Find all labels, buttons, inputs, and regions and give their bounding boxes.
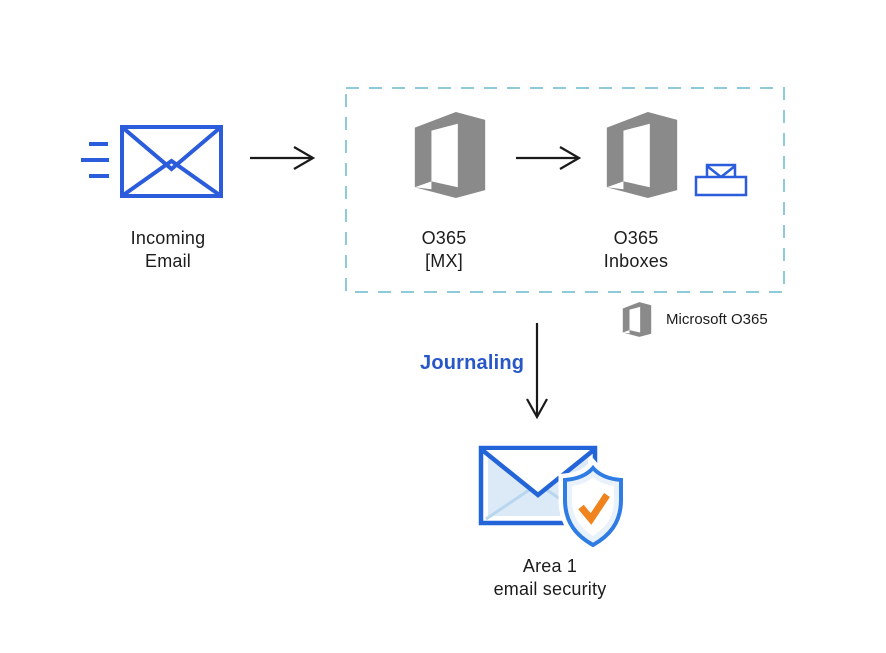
area1-email-security-icon <box>478 445 627 550</box>
shield-check-icon <box>558 458 627 550</box>
o365-mx-label-line1: O365 <box>421 228 467 248</box>
arrow-right-icon <box>250 146 315 170</box>
legend-office-logo-icon <box>622 302 652 337</box>
arrow-right-icon <box>516 146 581 170</box>
area1-label-line1: Area 1 <box>522 556 578 576</box>
legend: Microsoft O365 <box>622 302 768 337</box>
incoming-email-label-line1: Incoming <box>130 228 206 248</box>
secured-envelope-icon <box>478 445 598 526</box>
legend-label: Microsoft O365 <box>666 311 768 328</box>
arrow-down-icon <box>526 323 548 420</box>
office-logo-mx-icon <box>414 112 486 198</box>
area1-label-line2: email security <box>493 579 607 599</box>
o365-inboxes-label-line2: Inboxes <box>603 251 669 271</box>
o365-inboxes-label-line1: O365 <box>613 228 659 248</box>
o365-mx-label: O365 [MX] <box>374 227 514 273</box>
o365-mx-label-line2: [MX] <box>425 251 463 271</box>
speed-lines-icon <box>81 142 109 178</box>
area1-label: Area 1 email security <box>450 555 650 601</box>
office-logo-inboxes-icon <box>606 112 678 198</box>
inbox-icon <box>694 163 748 197</box>
incoming-email-label: Incoming Email <box>98 227 238 273</box>
incoming-email-label-line2: Email <box>144 251 191 271</box>
o365-group-box <box>345 87 785 293</box>
incoming-email-icon <box>120 125 223 198</box>
journaling-label: Journaling <box>420 352 525 374</box>
o365-inboxes-label: O365 Inboxes <box>566 227 706 273</box>
